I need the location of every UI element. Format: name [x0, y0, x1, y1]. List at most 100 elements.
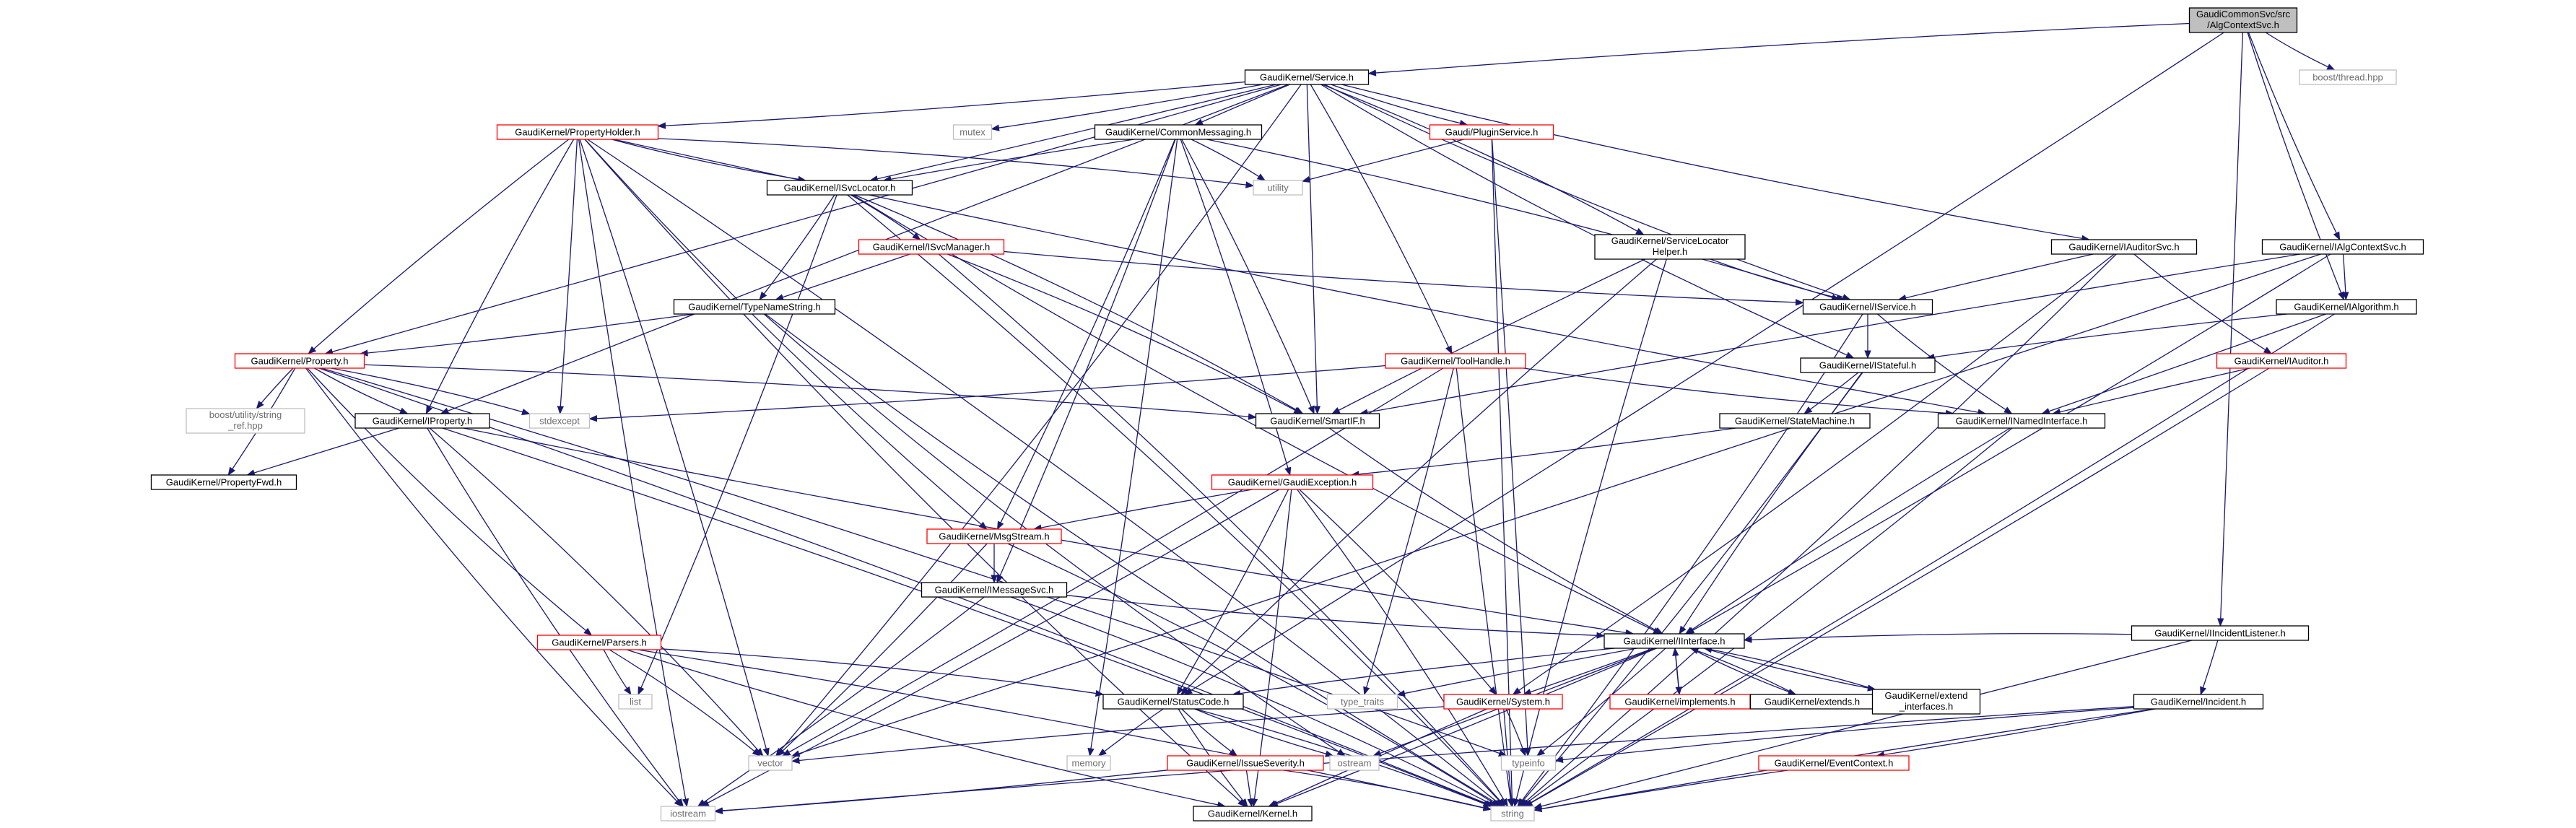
node-smartif[interactable]: GaudiKernel/SmartIF.h	[1255, 413, 1380, 429]
node-box[interactable]	[1443, 694, 1563, 710]
node-box[interactable]	[1329, 755, 1380, 771]
node-string[interactable]: string	[1490, 806, 1535, 822]
node-boost_strref[interactable]: boost/utility/string_ref.hpp	[186, 408, 305, 434]
node-iauditorsvc[interactable]: GaudiKernel/IAuditorSvc.h	[2050, 239, 2198, 255]
node-ialgorithm[interactable]: GaudiKernel/IAlgorithm.h	[2276, 299, 2417, 315]
node-root[interactable]: GaudiCommonSvc/src/AlgContextSvc.h	[2188, 7, 2298, 33]
node-box[interactable]	[1719, 413, 1871, 429]
node-extends[interactable]: GaudiKernel/extends.h	[1749, 694, 1875, 710]
node-box[interactable]	[1167, 755, 1324, 771]
node-utility[interactable]: utility	[1253, 180, 1303, 196]
node-box[interactable]	[1604, 633, 1745, 649]
node-box[interactable]	[234, 353, 365, 369]
node-memory[interactable]: memory	[1066, 755, 1111, 771]
node-box[interactable]	[1385, 353, 1526, 369]
node-box[interactable]	[1326, 694, 1398, 710]
node-issueseverity[interactable]: GaudiKernel/IssueSeverity.h	[1167, 755, 1324, 771]
node-box[interactable]	[2050, 239, 2198, 255]
node-box[interactable]	[1255, 413, 1380, 429]
node-box[interactable]	[618, 694, 653, 710]
node-box[interactable]	[926, 528, 1062, 544]
node-box[interactable]	[952, 124, 993, 140]
node-propertyfwd[interactable]: GaudiKernel/PropertyFwd.h	[150, 474, 297, 490]
node-isvclocator[interactable]: GaudiKernel/ISvcLocator.h	[766, 180, 913, 196]
node-box[interactable]	[1802, 299, 1933, 315]
node-box[interactable]	[1253, 180, 1303, 196]
node-box[interactable]	[1429, 124, 1554, 140]
node-box[interactable]	[766, 180, 913, 196]
node-mutex[interactable]: mutex	[952, 124, 993, 140]
node-istateful[interactable]: GaudiKernel/IStateful.h	[1800, 357, 1936, 373]
node-box[interactable]	[1066, 755, 1111, 771]
node-stdexcept[interactable]: stdexcept	[528, 413, 591, 429]
node-box[interactable]	[673, 299, 836, 315]
node-property[interactable]: GaudiKernel/Property.h	[234, 353, 365, 369]
node-parsers[interactable]: GaudiKernel/Parsers.h	[536, 635, 662, 650]
node-box[interactable]	[1490, 806, 1535, 822]
node-statuscode[interactable]: GaudiKernel/StatusCode.h	[1102, 694, 1244, 710]
node-implements[interactable]: GaudiKernel/implements.h	[1609, 694, 1751, 710]
node-list[interactable]: list	[618, 694, 653, 710]
node-box[interactable]	[921, 582, 1068, 598]
node-commonmsg[interactable]: GaudiKernel/CommonMessaging.h	[1094, 124, 1263, 140]
node-inamedif[interactable]: GaudiKernel/INamedInterface.h	[1937, 413, 2106, 429]
node-iostream[interactable]: iostream	[660, 806, 716, 822]
node-box[interactable]	[1244, 69, 1370, 85]
node-iauditor[interactable]: GaudiKernel/IAuditor.h	[2216, 353, 2347, 369]
node-box[interactable]	[2216, 353, 2347, 369]
node-box[interactable]	[2276, 299, 2417, 315]
node-box[interactable]	[1211, 474, 1374, 490]
node-pluginsvc[interactable]: Gaudi/PluginService.h	[1429, 124, 1554, 140]
node-box[interactable]	[528, 413, 591, 429]
node-typenamestring[interactable]: GaudiKernel/TypeNameString.h	[673, 299, 836, 315]
node-gaudiexc[interactable]: GaudiKernel/GaudiException.h	[1211, 474, 1374, 490]
node-ialgctxsvc[interactable]: GaudiKernel/IAlgContextSvc.h	[2261, 239, 2424, 255]
node-isvcmanager[interactable]: GaudiKernel/ISvcManager.h	[858, 239, 1005, 255]
node-boost_thread[interactable]: boost/thread.hpp	[2299, 69, 2397, 85]
node-box[interactable]	[1937, 413, 2106, 429]
edge-extend_ifaces-to-iinterface	[1703, 646, 1876, 690]
node-box[interactable]	[2261, 239, 2424, 255]
node-service_h[interactable]: GaudiKernel/Service.h	[1244, 69, 1370, 85]
node-box[interactable]	[2131, 625, 2310, 641]
node-type_traits[interactable]: type_traits	[1326, 694, 1398, 710]
node-box[interactable]	[660, 806, 716, 822]
node-incident[interactable]: GaudiKernel/Incident.h	[2133, 694, 2264, 710]
node-box[interactable]	[1871, 689, 1981, 715]
node-box[interactable]	[496, 124, 659, 140]
node-box[interactable]	[2133, 694, 2264, 710]
node-iincidentlistener[interactable]: GaudiKernel/IIncidentListener.h	[2131, 625, 2310, 641]
node-propholder[interactable]: GaudiKernel/PropertyHolder.h	[496, 124, 659, 140]
node-box[interactable]	[748, 755, 793, 771]
node-statemachine[interactable]: GaudiKernel/StateMachine.h	[1719, 413, 1871, 429]
node-box[interactable]	[186, 408, 305, 434]
node-box[interactable]	[1594, 234, 1746, 260]
node-iproperty[interactable]: GaudiKernel/IProperty.h	[354, 413, 490, 429]
node-box[interactable]	[858, 239, 1005, 255]
node-box[interactable]	[2299, 69, 2397, 85]
node-extend_ifaces[interactable]: GaudiKernel/extend_interfaces.h	[1871, 689, 1981, 715]
node-eventcontext[interactable]: GaudiKernel/EventContext.h	[1758, 755, 1910, 771]
node-iservice[interactable]: GaudiKernel/IService.h	[1802, 299, 1933, 315]
node-box[interactable]	[1500, 755, 1557, 771]
node-box[interactable]	[1193, 806, 1313, 822]
node-box[interactable]	[536, 635, 662, 650]
node-typeinfo[interactable]: typeinfo	[1500, 755, 1557, 771]
node-toolhandle[interactable]: GaudiKernel/ToolHandle.h	[1385, 353, 1526, 369]
node-msgstream[interactable]: GaudiKernel/MsgStream.h	[926, 528, 1062, 544]
node-system[interactable]: GaudiKernel/System.h	[1443, 694, 1563, 710]
node-box[interactable]	[2188, 7, 2298, 33]
edge-parsers-to-list	[603, 649, 632, 695]
node-box[interactable]	[1094, 124, 1263, 140]
node-iinterface[interactable]: GaudiKernel/IInterface.h	[1604, 633, 1745, 649]
node-vector[interactable]: vector	[748, 755, 793, 771]
node-box[interactable]	[1102, 694, 1244, 710]
node-box[interactable]	[354, 413, 490, 429]
node-box[interactable]	[150, 474, 297, 490]
node-kernel[interactable]: GaudiKernel/Kernel.h	[1193, 806, 1313, 822]
node-ostream[interactable]: ostream	[1329, 755, 1380, 771]
node-box[interactable]	[1758, 755, 1910, 771]
node-box[interactable]	[1800, 357, 1936, 373]
node-imessagesvc[interactable]: GaudiKernel/IMessageSvc.h	[921, 582, 1068, 598]
